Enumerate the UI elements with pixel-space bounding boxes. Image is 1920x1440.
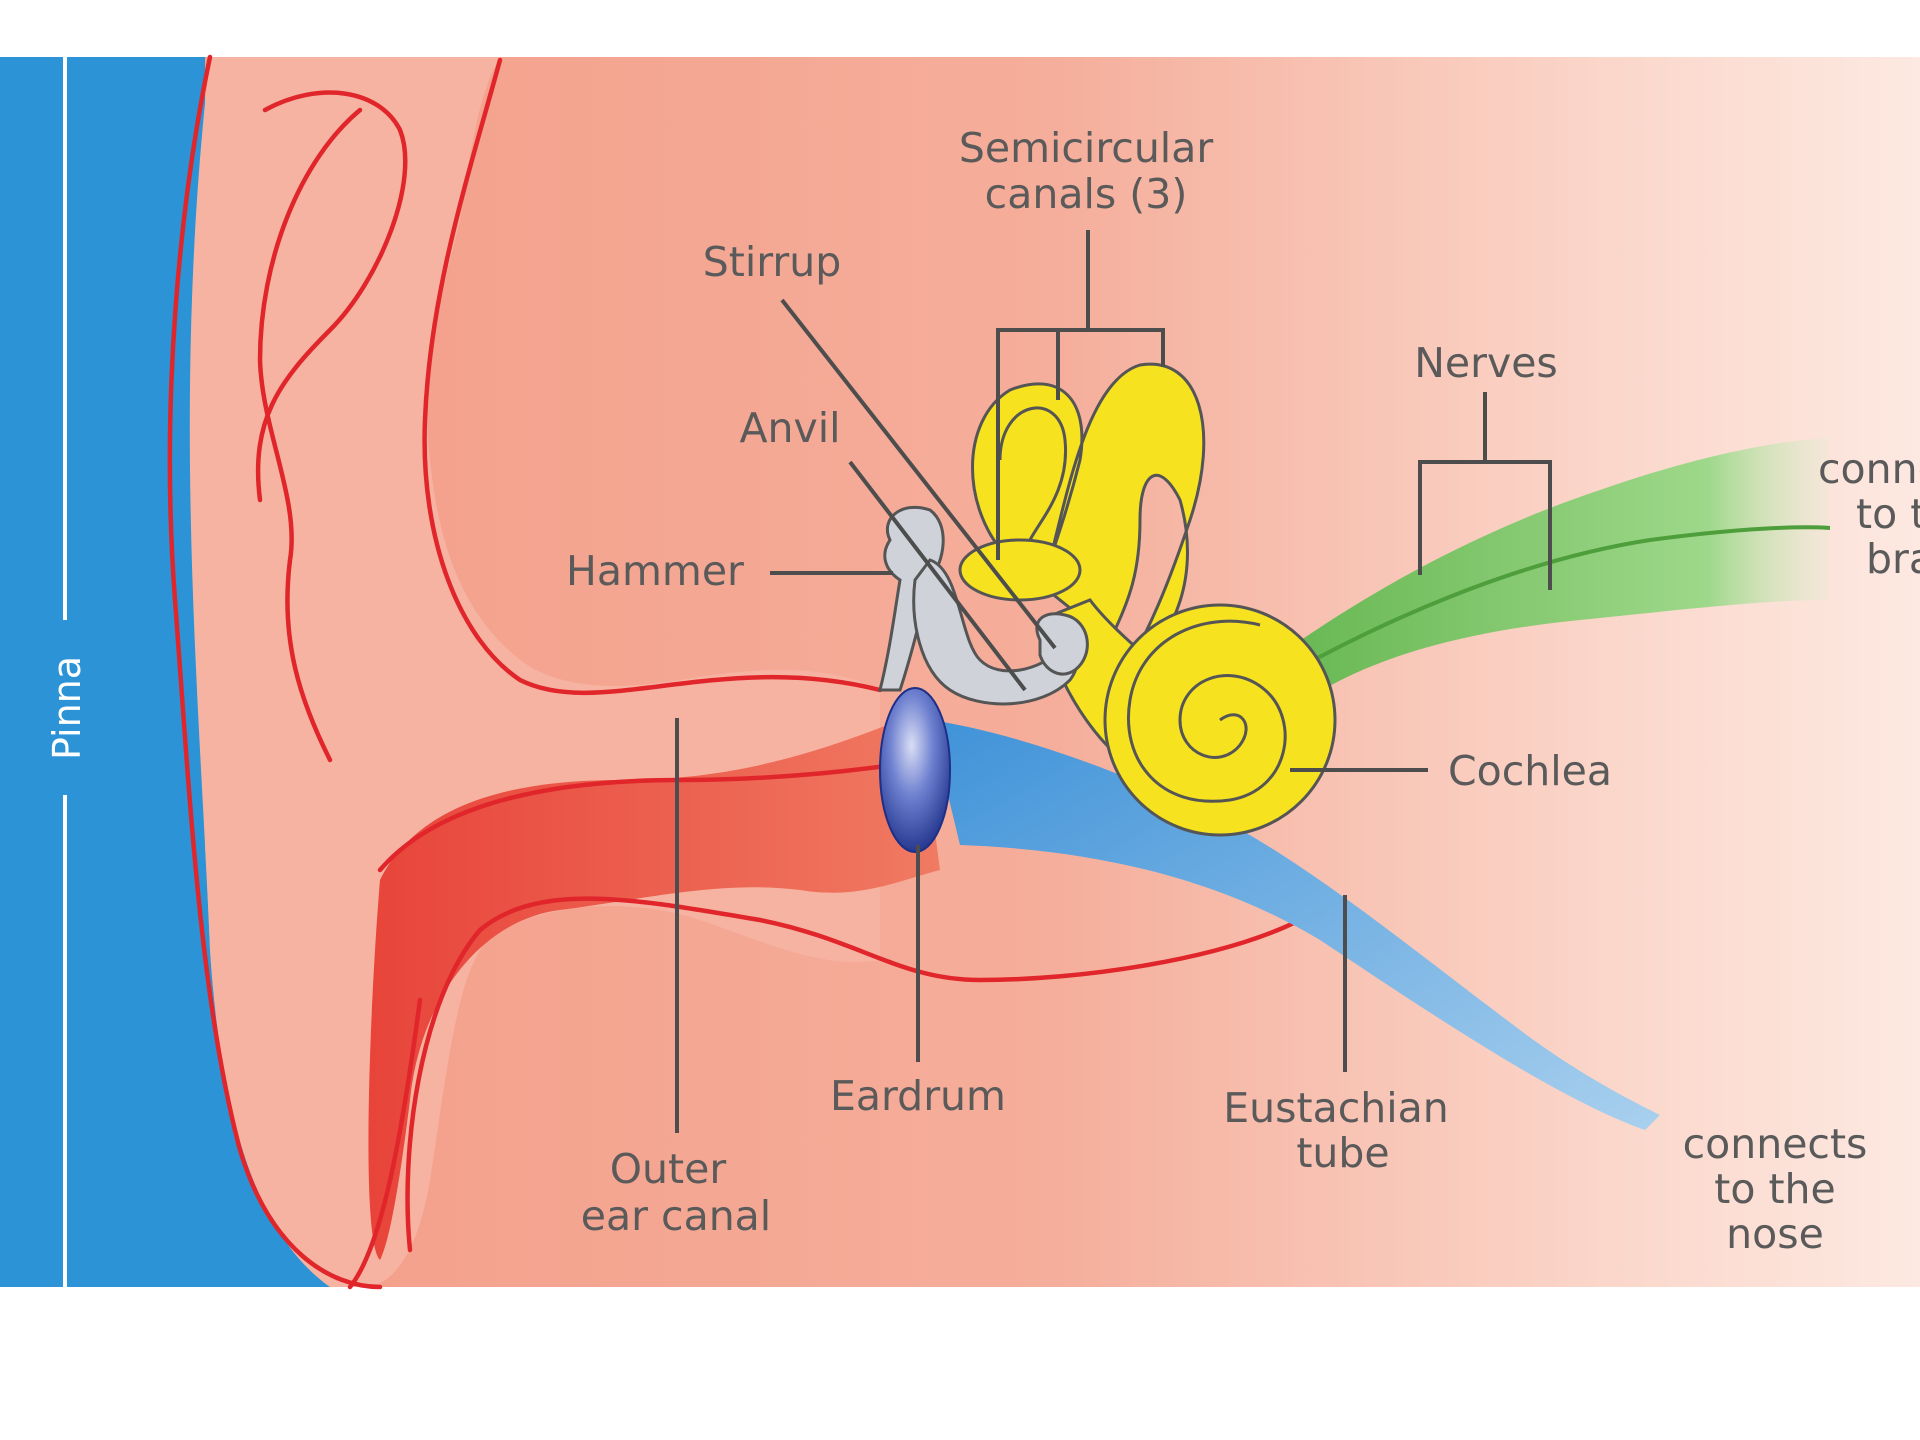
hammer-label: Hammer (566, 547, 744, 595)
anvil-label: Anvil (739, 404, 840, 452)
nose-connection-label-2: to the (1714, 1165, 1835, 1213)
cochlea-label: Cochlea (1448, 747, 1612, 795)
brain-connection-label-3: brain (1866, 535, 1920, 583)
nose-connection-label-1: connects (1683, 1120, 1868, 1168)
outer-ear-canal-label-1: Outer (610, 1145, 727, 1193)
eardrum-label: Eardrum (830, 1072, 1006, 1120)
semicircular-canals-label-1: Semicircular (959, 124, 1214, 172)
stirrup-shape (1037, 614, 1088, 674)
outer-ear-canal-label-2: ear canal (581, 1192, 771, 1240)
brain-connection-label-1: connects (1818, 445, 1920, 493)
side-band (0, 57, 205, 1287)
stirrup-label: Stirrup (703, 238, 842, 286)
eustachian-tube-label-2: tube (1296, 1129, 1389, 1177)
eardrum-shape (880, 688, 950, 852)
nose-connection-label-3: nose (1726, 1210, 1824, 1258)
eustachian-tube-label-1: Eustachian (1223, 1084, 1448, 1132)
semicircular-canals-label-2: canals (3) (985, 170, 1188, 218)
pinna-label: Pinna (45, 656, 89, 760)
nerves-label: Nerves (1414, 339, 1558, 387)
brain-connection-label-2: to the (1856, 490, 1920, 538)
